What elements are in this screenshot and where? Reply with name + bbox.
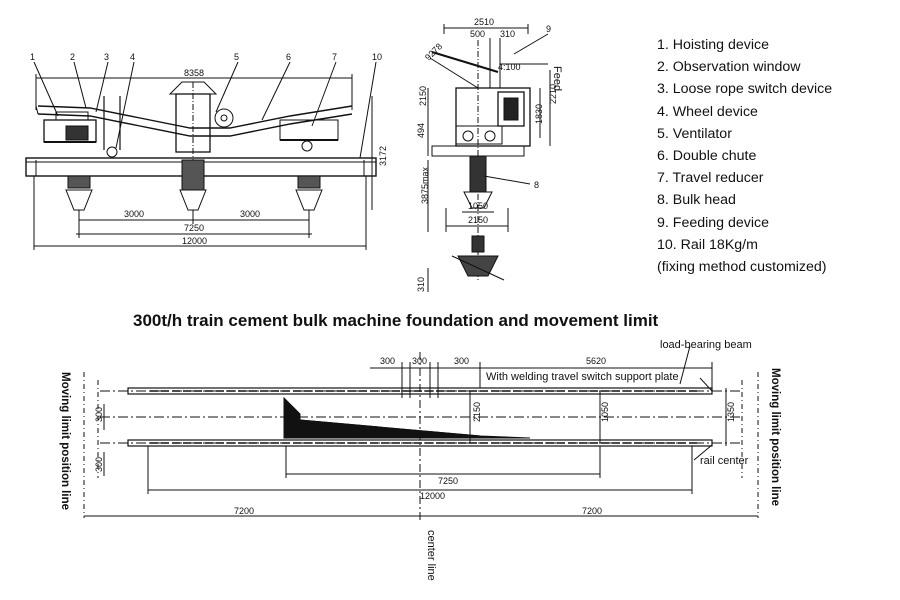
dim-2210: 2210 <box>548 84 558 104</box>
dim-300-c: 300 <box>454 356 469 366</box>
callout-4: 4 <box>130 52 135 62</box>
legend-item: (fixing method customized) <box>657 259 827 276</box>
dim-300-vert-bottom: 300 <box>94 457 104 472</box>
callout-3: 3 <box>104 52 109 62</box>
legend-item: 10. Rail 18Kg/m <box>657 236 758 253</box>
dim-1350-plan: 1350 <box>726 402 736 422</box>
callout-6: 6 <box>286 52 291 62</box>
dim-310: 310 <box>500 29 515 39</box>
legend-item: 5. Ventilator <box>657 125 732 142</box>
dim-500: 500 <box>470 29 485 39</box>
dim-310-bottom: 310 <box>416 277 426 292</box>
dim-494: 494 <box>416 123 426 138</box>
dim-7200-left: 7200 <box>234 506 254 516</box>
load-beam-label: load-bearing beam <box>660 339 752 351</box>
dim-12000-plan: 12000 <box>420 491 445 501</box>
legend-item: 9. Feeding device <box>657 214 769 231</box>
dim-1830: 1830 <box>534 104 544 124</box>
callout-5: 5 <box>234 52 239 62</box>
dim-300-vert-top: 300 <box>94 407 104 422</box>
dim-7250-plan: 7250 <box>438 476 458 486</box>
callout-9: 9 <box>546 24 551 34</box>
dim-2150-h: 2150 <box>468 215 488 225</box>
dim-1050: 1050 <box>468 201 488 211</box>
moving-limit-right-label: Moving limit position line <box>769 368 781 506</box>
welding-label: With welding travel switch support plate <box>486 371 679 383</box>
callout-10: 10 <box>372 52 382 62</box>
legend-item: 8. Bulk head <box>657 192 736 209</box>
side-view <box>427 24 551 292</box>
legend-item: 6. Double chute <box>657 148 757 165</box>
feed-label: Feed <box>551 66 563 91</box>
bulk-head-left <box>65 175 93 216</box>
dim-7200-right: 7200 <box>582 506 602 516</box>
dim-8358: 8358 <box>184 68 204 78</box>
center-line-label: center line <box>425 530 437 581</box>
bulk-head-center <box>179 159 207 216</box>
dim-2150-v: 2150 <box>418 86 428 106</box>
rail-center-label: rail center <box>700 455 749 467</box>
side-texts: 2510 500 310 9278 4:100 9 Feed 2150 1830… <box>416 17 563 292</box>
dim-3000-right: 3000 <box>240 209 260 219</box>
dim-2510: 2510 <box>474 17 494 27</box>
dim-1050-plan: 1050 <box>600 402 610 422</box>
dim-12000: 12000 <box>182 236 207 246</box>
callout-2: 2 <box>70 52 75 62</box>
dim-5620: 5620 <box>586 356 606 366</box>
legend-item: 7. Travel reducer <box>657 170 764 187</box>
plan-view <box>83 345 759 520</box>
bulk-head-right <box>295 175 323 216</box>
legend-item: 2. Observation window <box>657 59 801 76</box>
legend-item: 3. Loose rope switch device <box>657 81 833 98</box>
front-view <box>25 61 377 250</box>
section-title: 300t/h train cement bulk machine foundat… <box>133 311 659 330</box>
dim-7250: 7250 <box>184 223 204 233</box>
legend-item: 4. Wheel device <box>657 103 758 120</box>
dim-3875max: 3875max <box>420 166 430 204</box>
dim-2150-plan: 2150 <box>472 402 482 422</box>
front-callouts: 1 2 3 4 5 6 7 10 8358 3172 3000 3000 725… <box>30 52 388 246</box>
dim-4-100: 4:100 <box>498 62 521 72</box>
moving-limit-left-label: Moving limit position line <box>59 372 71 510</box>
callout-7: 7 <box>332 52 337 62</box>
dim-300-b: 300 <box>412 356 427 366</box>
legend-item: 1. Hoisting device <box>657 37 769 53</box>
parts-legend: 1. Hoisting device 2. Observation window… <box>657 34 832 278</box>
dim-3000-left: 3000 <box>124 209 144 219</box>
dim-300-a: 300 <box>380 356 395 366</box>
dim-9278: 9278 <box>423 41 444 62</box>
plan-texts: load-bearing beam With welding travel sw… <box>59 339 781 581</box>
callout-1: 1 <box>30 52 35 62</box>
callout-8: 8 <box>534 180 539 190</box>
dim-3172: 3172 <box>378 146 388 166</box>
